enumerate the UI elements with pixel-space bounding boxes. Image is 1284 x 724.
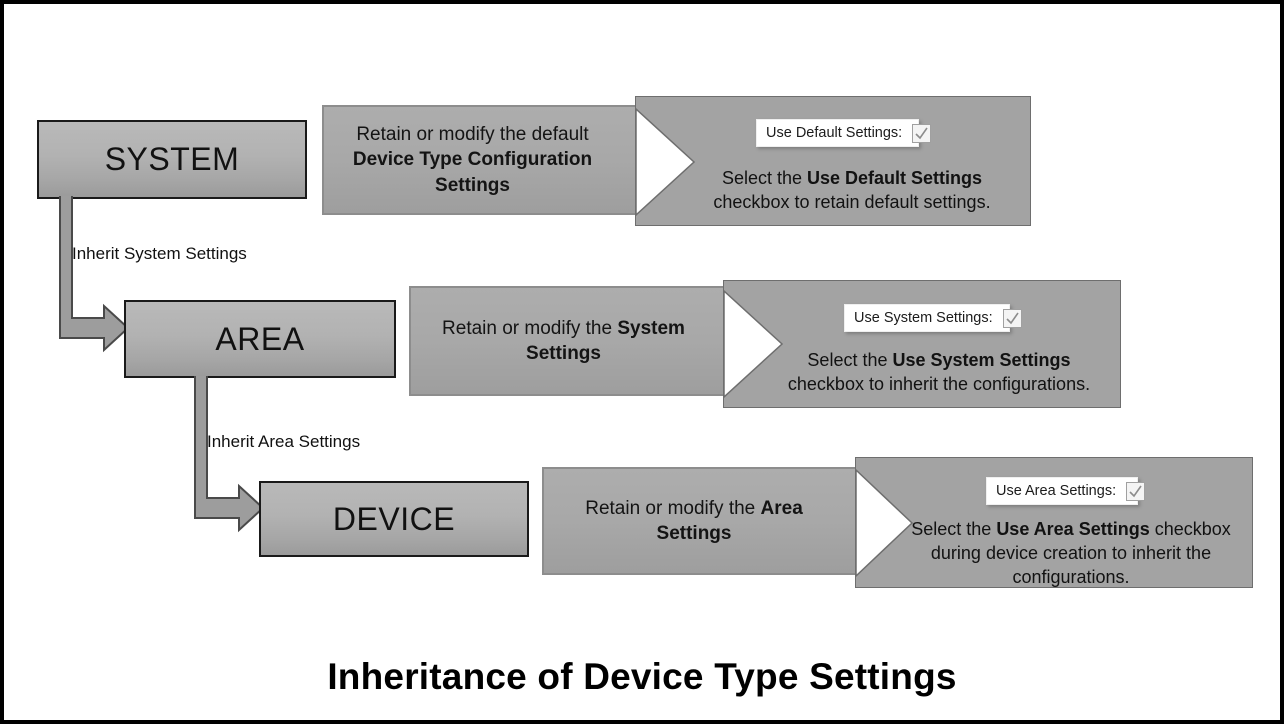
description-box-area: Retain or modify the System Settings — [409, 286, 734, 396]
checkbox-use-area-settings[interactable] — [1126, 481, 1146, 501]
description-text-system: Retain or modify the default Device Type… — [338, 122, 607, 197]
entity-box-system: SYSTEM — [37, 120, 307, 199]
panel-instruction-area: Select the Use System Settings checkbox … — [768, 349, 1110, 397]
checkbox-widget-use-default-settings[interactable]: Use Default Settings: — [756, 119, 932, 147]
connector-system-to-area — [54, 196, 144, 356]
panel-prefix: Select the — [721, 168, 807, 188]
checkmark-icon — [915, 127, 928, 139]
panel-emphasis: Use System Settings — [892, 350, 1071, 370]
panel-emphasis: Use Area Settings — [996, 519, 1150, 539]
elbow-arrow-icon-area-device — [194, 376, 265, 533]
description-box-system: Retain or modify the default Device Type… — [322, 105, 639, 215]
panel-instruction-device: Select the Use Area Settings checkbox du… — [902, 518, 1240, 587]
checkbox-label-use-area-settings: Use Area Settings: — [996, 483, 1117, 499]
entity-box-area: AREA — [124, 300, 396, 378]
panel-notch-triangle-system — [636, 107, 696, 217]
entity-label-system: SYSTEM — [104, 141, 240, 177]
description-prefix: Retain or modify the — [585, 497, 761, 519]
entity-label-area: AREA — [215, 320, 305, 357]
description-emphasis: System Settings — [526, 317, 685, 364]
entity-label-device: DEVICE — [332, 500, 456, 537]
checkbox-widget-use-area-settings[interactable]: Use Area Settings: — [986, 477, 1146, 505]
elbow-arrow-icon-system-area — [59, 196, 130, 353]
instruction-panel-area: Use System Settings: Select the Use Syst… — [723, 280, 1121, 408]
checkmark-icon — [1006, 312, 1019, 324]
panel-suffix: checkbox to inherit the configurations. — [787, 373, 1091, 394]
panel-prefix: Select the — [807, 350, 893, 370]
description-prefix: Retain or modify the — [442, 317, 618, 339]
description-box-device: Retain or modify the Area Settings — [542, 467, 862, 575]
instruction-panel-system: Use Default Settings: Select the Use Def… — [635, 96, 1031, 226]
description-text-device: Retain or modify the Area Settings — [558, 496, 830, 546]
checkbox-use-system-settings[interactable] — [1002, 308, 1022, 328]
description-emphasis: Device Type Configuration Settings — [352, 149, 593, 196]
diagram-title: Inheritance of Device Type Settings — [327, 656, 957, 697]
description-emphasis: Area Settings — [656, 497, 803, 544]
panel-emphasis: Use Default Settings — [807, 168, 983, 188]
checkbox-label-use-system-settings: Use System Settings: — [854, 310, 993, 326]
panel-prefix: Select the — [911, 519, 997, 539]
instruction-panel-device: Use Area Settings: Select the Use Area S… — [855, 457, 1253, 588]
panel-notch-triangle-device — [856, 468, 914, 578]
checkbox-use-default-settings[interactable] — [912, 123, 932, 143]
panel-notch-triangle-area — [724, 289, 784, 399]
connector-label-inherit-system-settings: Inherit System Settings — [72, 244, 247, 263]
panel-suffix: checkbox during device creation to inher… — [930, 519, 1231, 587]
checkbox-widget-use-system-settings[interactable]: Use System Settings: — [844, 304, 1022, 332]
panel-instruction-system: Select the Use Default Settings checkbox… — [684, 167, 1020, 215]
entity-box-device: DEVICE — [259, 481, 529, 557]
description-text-area: Retain or modify the System Settings — [425, 316, 702, 366]
checkmark-icon — [1129, 485, 1142, 497]
connector-label-inherit-area-settings: Inherit Area Settings — [207, 432, 361, 451]
connector-area-to-device — [189, 376, 279, 536]
checkbox-label-use-default-settings: Use Default Settings: — [766, 125, 903, 141]
description-prefix: Retain or modify the default — [356, 124, 589, 146]
panel-suffix: checkbox to retain default settings. — [713, 191, 991, 212]
